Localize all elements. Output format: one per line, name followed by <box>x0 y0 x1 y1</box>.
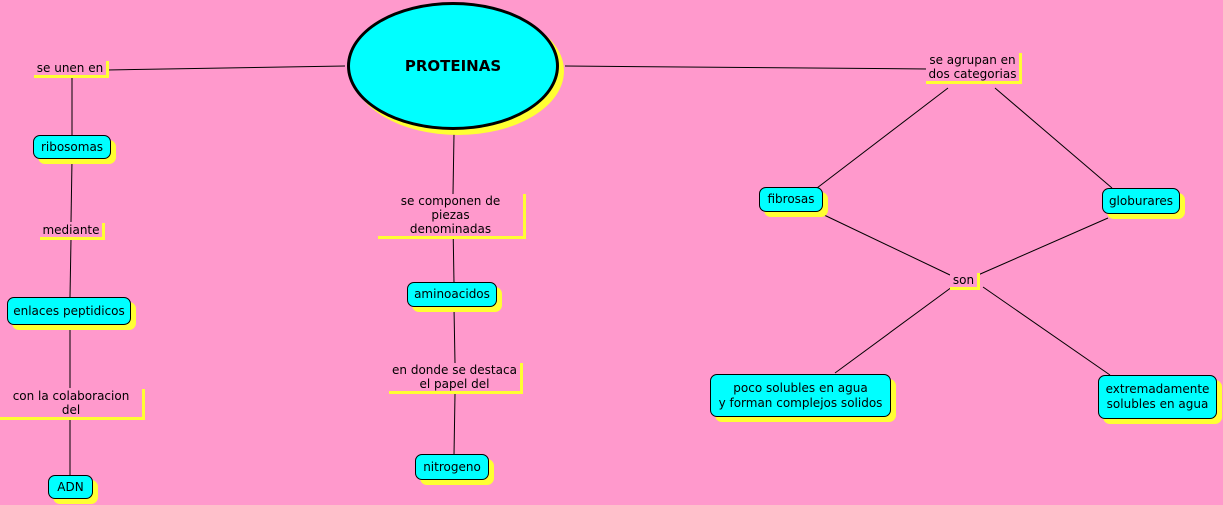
concept-nitrogeno[interactable]: nitrogeno <box>415 454 489 480</box>
connector <box>821 213 951 276</box>
connector <box>69 238 72 298</box>
concept-aminoacidos[interactable]: aminoacidos <box>407 282 497 307</box>
link-en-donde-se-destaca[interactable]: en donde se destaca el papel del <box>389 363 523 394</box>
link-mediante[interactable]: mediante <box>40 223 105 240</box>
concept-extremadamente-solubles[interactable]: extremadamente solubles en agua <box>1098 375 1217 419</box>
link-son[interactable]: son <box>950 273 980 290</box>
concept-enlaces-peptidicos[interactable]: enlaces peptidicos <box>7 297 131 325</box>
concept-ribosomas[interactable]: ribosomas <box>33 135 111 159</box>
link-se-unen-en[interactable]: se unen en <box>34 61 109 78</box>
concept-poco-solubles[interactable]: poco solubles en agua y forman complejos… <box>710 374 891 417</box>
connector <box>452 133 455 195</box>
connector <box>453 307 456 364</box>
connector <box>994 87 1113 189</box>
connector <box>834 286 953 374</box>
concept-fibrosas[interactable]: fibrosas <box>759 187 823 212</box>
concept-adn[interactable]: ADN <box>48 475 93 499</box>
connector <box>816 87 949 189</box>
concept-globurares[interactable]: globurares <box>1102 188 1180 214</box>
main-concept-proteinas[interactable]: PROTEINAS <box>347 2 559 130</box>
link-se-componen-de-piezas[interactable]: se componen de piezas denominadas <box>378 194 526 239</box>
link-con-la-colaboracion-del[interactable]: con la colaboracion del <box>0 389 145 420</box>
connector <box>564 65 929 70</box>
connector <box>982 286 1111 376</box>
connector <box>977 217 1109 276</box>
connector <box>106 65 346 71</box>
connector <box>453 393 456 456</box>
connector <box>70 159 73 223</box>
link-se-agrupan-en[interactable]: se agrupan en dos categorias <box>926 53 1022 84</box>
